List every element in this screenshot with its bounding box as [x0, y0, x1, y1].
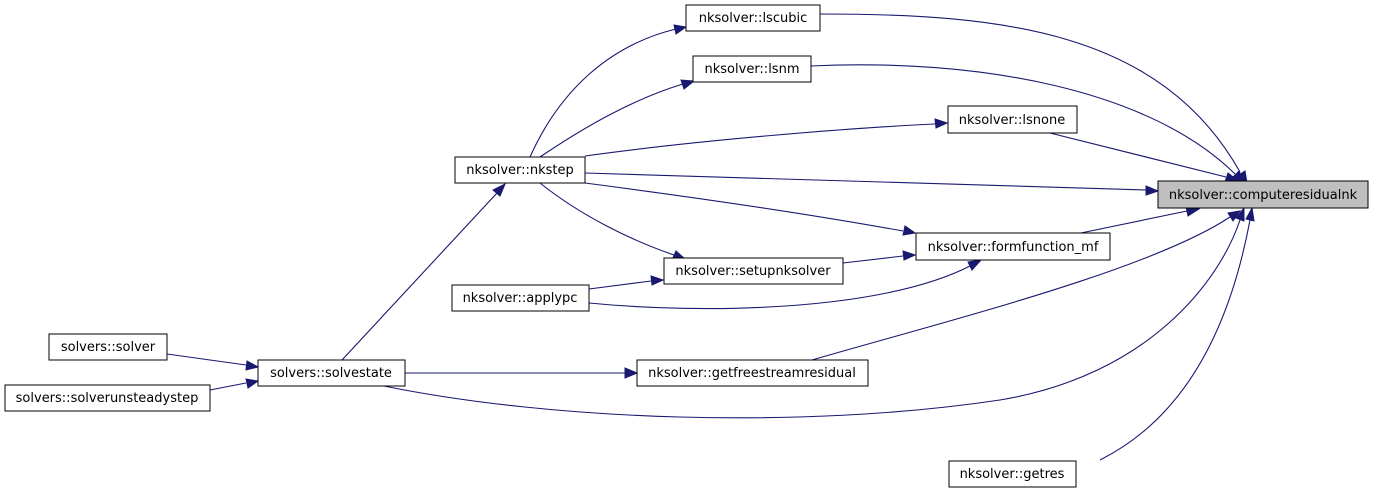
arrowhead	[673, 24, 688, 35]
node-solver[interactable]: solvers::solver	[48, 333, 168, 361]
node-label: nksolver::setupnksolver	[675, 264, 831, 279]
arrowhead	[245, 360, 260, 371]
node-label: nksolver::lsnm	[705, 62, 800, 77]
edge-solverunsteadystep-solvestate	[209, 382, 247, 391]
arrowhead	[680, 79, 696, 90]
edge-lsnone-computeresidualnk	[1049, 132, 1227, 178]
edge-formfunction-computeresidualnk	[1075, 210, 1188, 235]
edge-nkstep-formfunction	[584, 182, 904, 232]
arrowhead	[1245, 206, 1255, 222]
node-label: nksolver::lsnone	[959, 113, 1066, 128]
node-label: solvers::solverunsteadystep	[16, 391, 199, 406]
edge-applypc-setupnksolver	[588, 280, 652, 290]
node-lsnm[interactable]: nksolver::lsnm	[692, 55, 812, 83]
arrowhead	[624, 367, 639, 379]
edge-lsnm-computeresidualnk	[810, 64, 1236, 175]
node-solverunsteadystep[interactable]: solvers::solverunsteadystep	[4, 384, 211, 412]
node-label: nksolver::applypc	[463, 291, 578, 306]
edges-layer	[166, 13, 1255, 461]
edge-nkstep-lsnm	[539, 83, 684, 158]
node-label: nksolver::lscubic	[699, 11, 807, 26]
node-label: nksolver::getres	[960, 467, 1065, 482]
node-getres[interactable]: nksolver::getres	[948, 460, 1077, 488]
node-lscubic[interactable]: nksolver::lscubic	[685, 4, 821, 32]
node-nkstep[interactable]: nksolver::nkstep	[454, 156, 586, 184]
node-getfreestreamresidual[interactable]: nksolver::getfreestreamresidual	[636, 359, 869, 387]
node-label: solvers::solver	[61, 340, 156, 355]
node-solvestate[interactable]: solvers::solvestate	[257, 359, 406, 387]
arrowhead	[1227, 210, 1242, 222]
edge-getres-computeresidualnk	[1099, 219, 1251, 461]
node-lsnone[interactable]: nksolver::lsnone	[947, 105, 1078, 134]
node-label: solvers::solvestate	[270, 366, 392, 381]
arrowhead	[967, 259, 983, 271]
node-label: nksolver::getfreestreamresidual	[648, 366, 856, 381]
edge-solvestate-computeresidualnk	[383, 219, 1241, 419]
edge-solvestate-nkstep	[341, 192, 498, 361]
arrowhead	[492, 182, 506, 197]
node-formfunction-mf[interactable]: nksolver::formfunction_mf	[915, 232, 1111, 261]
node-label: nksolver::formfunction_mf	[928, 240, 1099, 255]
edge-lscubic-computeresidualnk	[819, 13, 1241, 173]
edge-applypc-formfunction	[588, 265, 971, 310]
node-applypc[interactable]: nksolver::applypc	[451, 284, 590, 312]
arrowhead	[934, 118, 949, 129]
arrowhead	[902, 225, 917, 236]
edge-setupnksolver-formfunction	[842, 255, 904, 264]
edge-nkstep-lsnone	[584, 123, 936, 157]
node-setupnksolver[interactable]: nksolver::setupnksolver	[663, 257, 844, 285]
arrowhead	[902, 250, 917, 261]
node-computeresidualnk[interactable]: nksolver::computeresidualnk	[1157, 180, 1369, 209]
arrowhead	[1145, 185, 1160, 196]
arrowhead	[245, 378, 260, 389]
arrowhead	[1235, 206, 1245, 222]
edge-getfreestreamresidual-computeresidualnk	[811, 216, 1231, 361]
arrowhead	[650, 275, 665, 286]
nodes-layer: nksolver::computeresidualnk nksolver::ls…	[4, 4, 1369, 488]
node-label: nksolver::computeresidualnk	[1169, 188, 1358, 203]
node-label: nksolver::nkstep	[466, 163, 574, 178]
edge-nkstep-lscubic	[529, 28, 677, 158]
edge-solver-solvestate	[166, 353, 247, 366]
edge-nkstep-computeresidualnk	[584, 172, 1147, 191]
edge-nkstep-setupnksolver	[539, 182, 675, 256]
